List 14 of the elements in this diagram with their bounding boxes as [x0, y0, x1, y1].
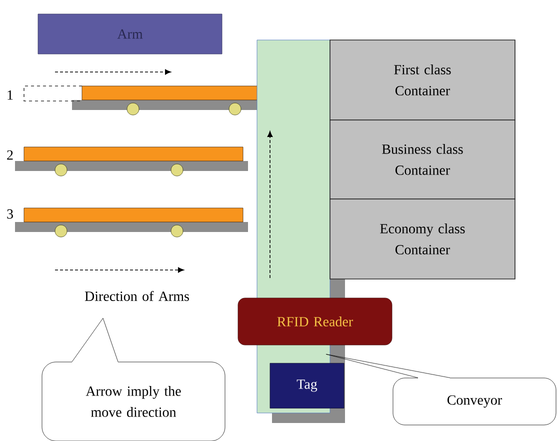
container-box: Economy class Container: [330, 198, 516, 280]
callout-number: 3: [7, 209, 13, 219]
callout-number: 2: [7, 150, 13, 160]
callout-number: 1: [8, 90, 13, 100]
tag-box: Tag: [270, 363, 344, 408]
callout-bubble: Arrow imply the move direction: [42, 362, 226, 441]
reader-box: RFID Reader: [238, 298, 392, 346]
callout-tail: [72, 318, 118, 363]
container-box: Business class Container: [330, 120, 516, 200]
callout-bubble: Conveyor: [392, 378, 556, 426]
direction-text: Direction of Arms: [84, 291, 189, 301]
callout-tail: [326, 354, 450, 379]
container-box: First class Container: [330, 40, 516, 120]
arm-box: Arm: [38, 14, 222, 54]
